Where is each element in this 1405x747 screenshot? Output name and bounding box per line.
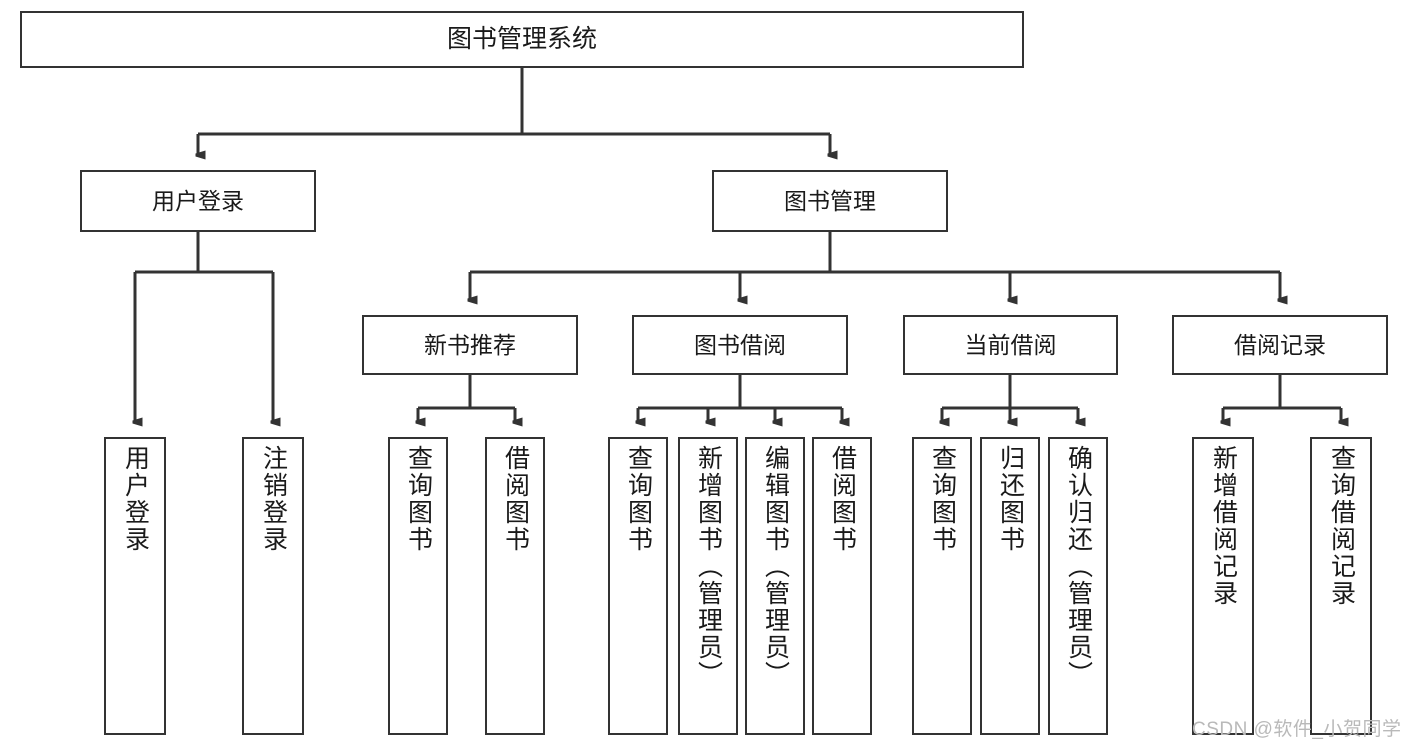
node-label: 查询图书	[624, 445, 653, 553]
leaf-user-login[interactable]: 用户登录	[104, 437, 166, 735]
leaf-logout[interactable]: 注销登录	[242, 437, 304, 735]
node-borrow-record[interactable]: 借阅记录	[1172, 315, 1388, 375]
leaf-query-book-borrow[interactable]: 查询图书	[608, 437, 668, 735]
node-root-system[interactable]: 图书管理系统	[20, 11, 1024, 68]
node-label: 图书管理系统	[446, 25, 597, 54]
node-label: 查询图书	[404, 445, 433, 553]
node-label: 查询图书	[928, 445, 957, 553]
leaf-query-book-current[interactable]: 查询图书	[912, 437, 972, 735]
leaf-return-book[interactable]: 归还图书	[980, 437, 1040, 735]
node-label: 查询借阅记录	[1327, 445, 1356, 607]
node-label: 图书借阅	[694, 331, 786, 358]
node-label: 新增借阅记录	[1209, 445, 1238, 607]
node-label: 借阅记录	[1234, 331, 1326, 358]
node-label: 图书管理	[784, 187, 876, 214]
node-current-borrow[interactable]: 当前借阅	[903, 315, 1118, 375]
node-label: 当前借阅	[964, 331, 1057, 358]
node-book-borrow[interactable]: 图书借阅	[632, 315, 848, 375]
node-book-management[interactable]: 图书管理	[712, 170, 948, 232]
leaf-confirm-return-admin[interactable]: 确认归还（管理员）	[1048, 437, 1108, 735]
leaf-borrow-book[interactable]: 借阅图书	[812, 437, 872, 735]
leaf-borrow-book-rec[interactable]: 借阅图书	[485, 437, 545, 735]
node-label: 编辑图书（管理员）	[761, 445, 790, 688]
node-label: 新增图书（管理员）	[694, 445, 723, 688]
leaf-query-book-rec[interactable]: 查询图书	[388, 437, 448, 735]
node-label: 归还图书	[996, 445, 1025, 553]
node-label: 借阅图书	[828, 445, 857, 553]
leaf-query-borrow-record[interactable]: 查询借阅记录	[1310, 437, 1372, 735]
node-label: 新书推荐	[424, 331, 516, 358]
node-label: 用户登录	[121, 445, 150, 553]
node-label: 用户登录	[152, 187, 244, 214]
leaf-add-book-admin[interactable]: 新增图书（管理员）	[678, 437, 738, 735]
leaf-add-borrow-record[interactable]: 新增借阅记录	[1192, 437, 1254, 735]
node-label: 借阅图书	[501, 445, 530, 553]
leaf-edit-book-admin[interactable]: 编辑图书（管理员）	[745, 437, 805, 735]
node-label: 确认归还（管理员）	[1064, 445, 1093, 688]
node-label: 注销登录	[259, 445, 288, 553]
node-user-login[interactable]: 用户登录	[80, 170, 316, 232]
node-new-book-recommend[interactable]: 新书推荐	[362, 315, 578, 375]
